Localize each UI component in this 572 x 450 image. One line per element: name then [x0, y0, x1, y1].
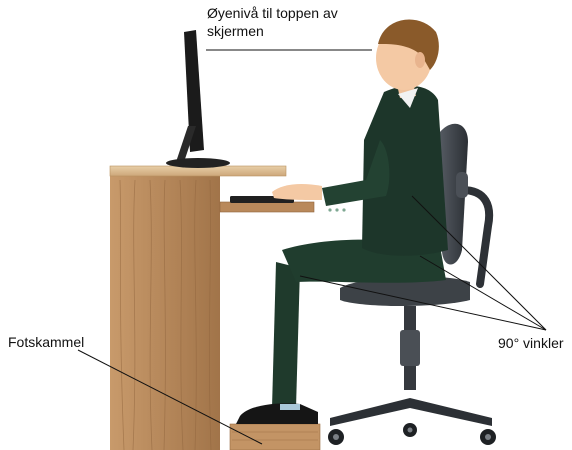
- monitor-base: [166, 158, 230, 168]
- person-arm: [322, 140, 389, 206]
- chair-casters: [328, 423, 496, 445]
- monitor: [166, 30, 230, 168]
- person-hand: [272, 184, 322, 200]
- eye-level-label-line1: Øyenivå til toppen av: [207, 4, 338, 22]
- person-shoe: [236, 403, 318, 424]
- chair-cylinder: [400, 330, 420, 366]
- angles-label: 90° vinkler: [498, 334, 564, 352]
- chair-back-support: [462, 190, 489, 284]
- footrest-label: Fotskammel: [8, 333, 84, 351]
- eye-level-label-line2: skjermen: [207, 22, 264, 40]
- person-ear: [415, 52, 425, 68]
- chair-lumbar-knob: [456, 172, 468, 198]
- chair-legs: [330, 398, 492, 426]
- person-sock: [280, 404, 300, 410]
- person-leg-lower: [272, 262, 300, 408]
- suit-buttons: [328, 208, 345, 211]
- footrest-box: [230, 424, 320, 450]
- footrest: [230, 424, 320, 450]
- keyboard-tray: [220, 202, 314, 212]
